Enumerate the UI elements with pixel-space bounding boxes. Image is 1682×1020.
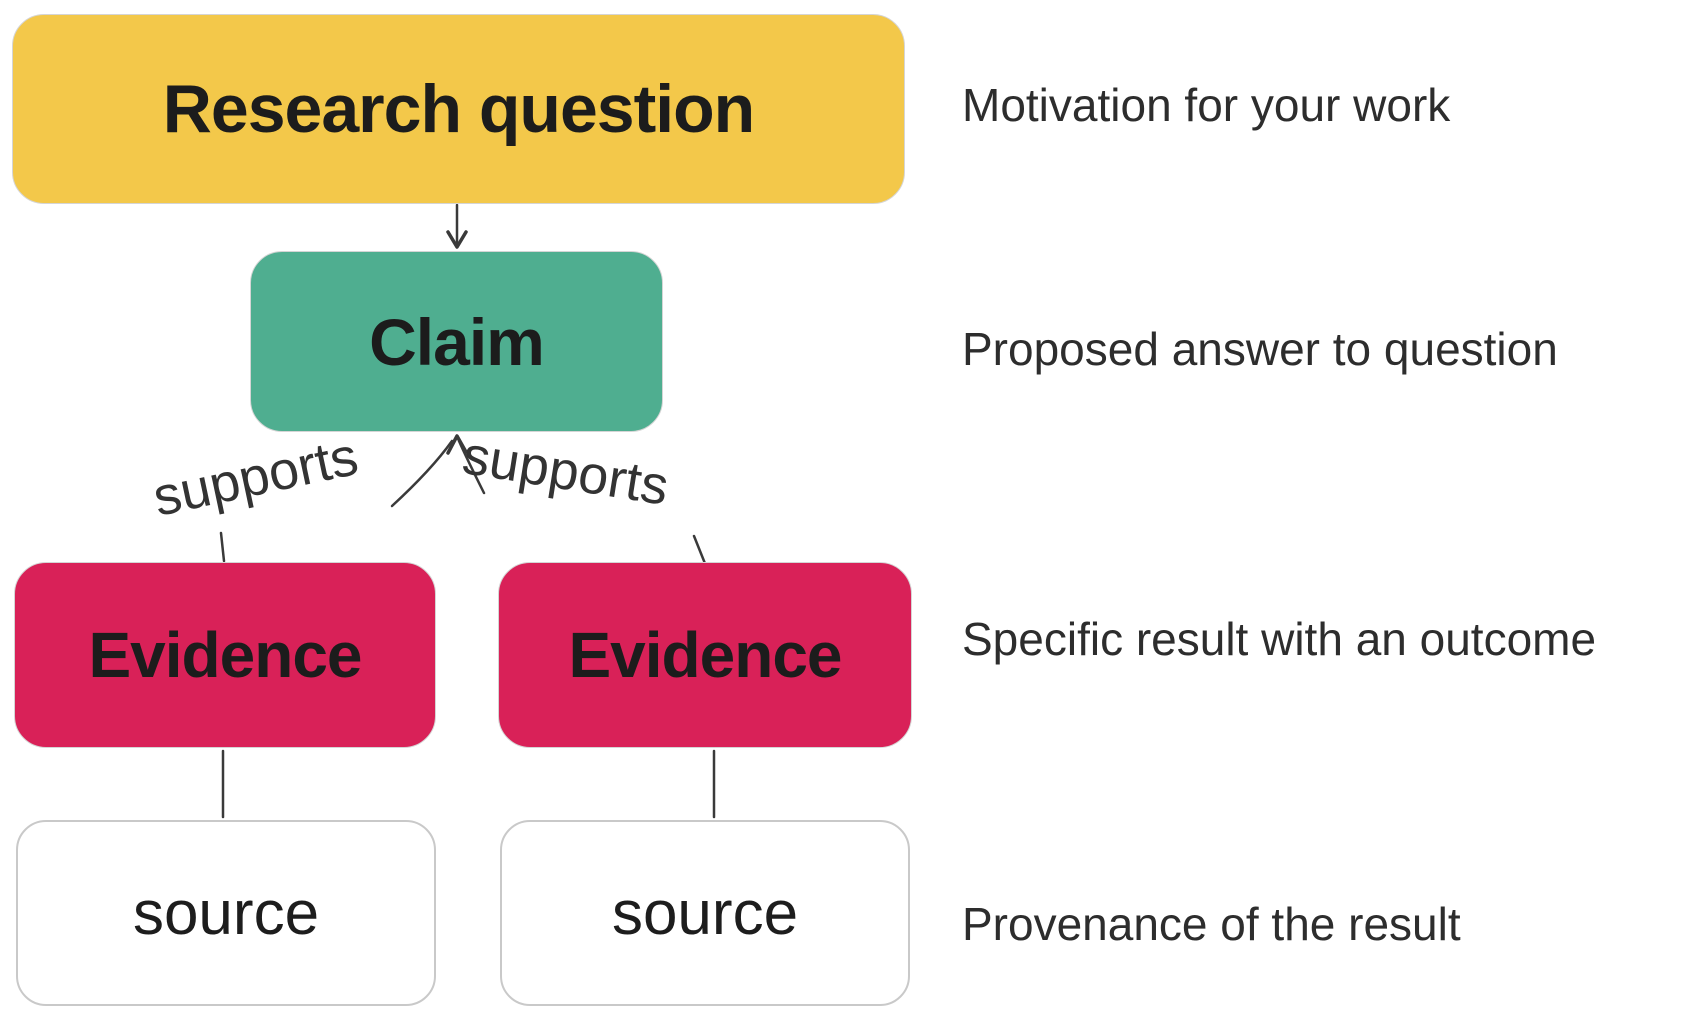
arrow-research-to-claim [446, 203, 468, 249]
node-source-right: source [500, 820, 910, 1006]
node-source-left-label: source [132, 878, 320, 948]
node-claim: Claim [250, 251, 663, 432]
annotation-evidence: Specific result with an outcome [962, 613, 1597, 665]
node-source-right-label: source [611, 878, 799, 948]
node-evidence-left-label: Evidence [88, 619, 362, 691]
edge-evidence-left-stub [219, 531, 226, 563]
edge-label-supports-right: supports [458, 425, 673, 517]
edge-evidence-left-to-claim [390, 439, 454, 508]
node-source-left: source [16, 820, 436, 1006]
node-research-question: Research question [12, 14, 905, 204]
node-evidence-right-label: Evidence [568, 619, 842, 691]
edge-label-supports-left: supports [148, 426, 364, 528]
node-claim-label: Claim [369, 304, 545, 379]
annotation-claim: Proposed answer to question [962, 323, 1558, 375]
node-evidence-right: Evidence [498, 562, 912, 748]
annotation-source: Provenance of the result [962, 898, 1461, 950]
node-research-question-label: Research question [162, 71, 755, 147]
annotation-research-question: Motivation for your work [962, 79, 1451, 131]
node-evidence-left: Evidence [14, 562, 436, 748]
